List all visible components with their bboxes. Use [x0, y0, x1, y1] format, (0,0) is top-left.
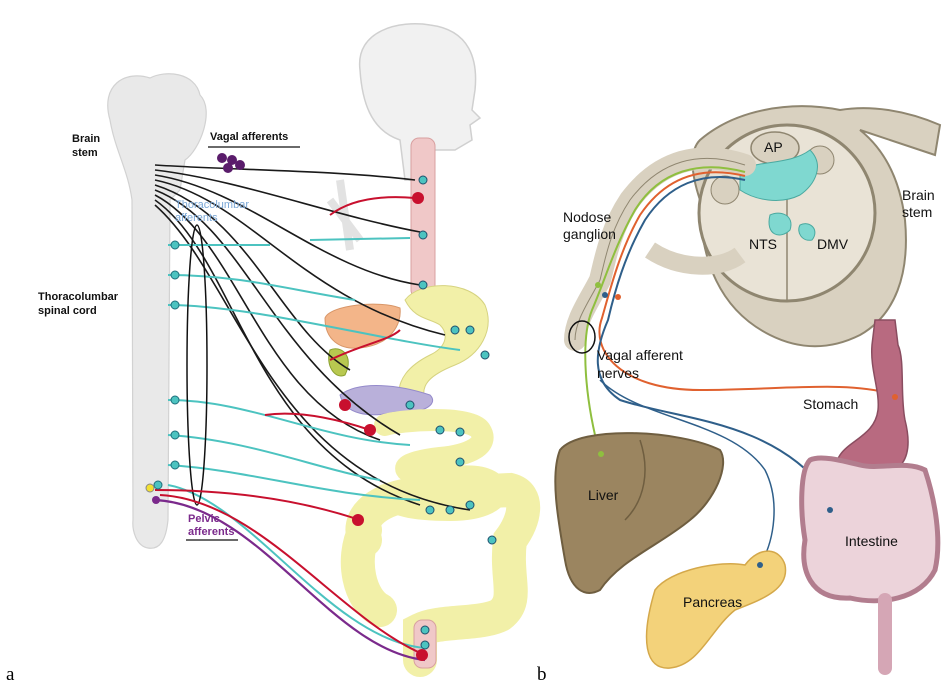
thoracolumbar-bundle	[187, 225, 207, 505]
nodose-cell-orange	[615, 294, 621, 300]
ascending-colon-a	[358, 530, 380, 610]
label-van-line2: nerves	[597, 365, 639, 381]
label-intestine: Intestine	[845, 533, 898, 549]
red-cell	[412, 192, 424, 204]
label-ap: AP	[764, 139, 783, 155]
enteric-cell	[456, 428, 464, 436]
intestine-nerve-end	[827, 507, 833, 513]
label-thoracolumbar-spinal-cord: Thoracolumbar spinal cord	[38, 291, 121, 317]
label-pelvic-afferents: Pelvic afferents	[188, 513, 234, 538]
label-liver: Liver	[588, 487, 619, 503]
ganglion-cell	[223, 163, 233, 173]
label-stomach: Stomach	[803, 396, 858, 412]
thoracolumbar-fiber	[310, 238, 410, 240]
liver-nerve-end	[598, 451, 604, 457]
label-vagal-afferents: Vagal afferents	[210, 131, 288, 143]
stomach-nerve-end	[892, 394, 898, 400]
enteric-cell	[419, 231, 427, 239]
enteric-cell	[426, 506, 434, 514]
red-cell	[364, 424, 376, 436]
label-ng-line1: Nodose	[563, 209, 611, 225]
liver-a	[325, 304, 400, 348]
label-brain-stem-a-line1: Brain	[72, 133, 100, 145]
label-tsc-line1: Thoracolumbar	[38, 291, 119, 303]
label-van-line1: Vagal afferent	[597, 347, 683, 363]
label-brain-stem-a: Brain stem	[72, 133, 103, 159]
label-ta-line1: Thoracolumbar	[175, 199, 249, 211]
label-tsc-line2: spinal cord	[38, 305, 97, 317]
panel-a: Brain stem Vagal afferents Thoracolumbar…	[6, 24, 523, 685]
enteric-cell	[421, 626, 429, 634]
pancreas-nerve-end	[757, 562, 763, 568]
enteric-cell	[436, 426, 444, 434]
red-fiber	[265, 414, 370, 430]
enteric-cell	[456, 458, 464, 466]
label-pa-line1: Pelvic	[188, 513, 220, 525]
thoracolumbar-fiber	[168, 435, 380, 480]
enteric-cell	[466, 501, 474, 509]
enteric-cell	[481, 351, 489, 359]
enteric-cell	[451, 326, 459, 334]
purple-cell	[152, 496, 160, 504]
enteric-cell	[421, 641, 429, 649]
label-bsb-line1: Brain	[902, 187, 935, 203]
cord-cell	[171, 301, 179, 309]
panel-b: AP NTS DMV Brain stem Nodose ganglion Va…	[537, 106, 940, 685]
cord-cell	[171, 241, 179, 249]
enteric-cell	[446, 506, 454, 514]
panel-letter-a: a	[6, 664, 15, 685]
vagal-ganglion	[217, 153, 245, 173]
label-pa-line2: afferents	[188, 526, 234, 538]
label-bsb-line2: stem	[902, 204, 932, 220]
enteric-cell	[488, 536, 496, 544]
vagal-fiber	[155, 165, 415, 180]
yellow-cell	[146, 484, 154, 492]
label-dmv: DMV	[817, 236, 849, 252]
nodose-cell-green	[595, 282, 601, 288]
label-ng-line2: ganglion	[563, 226, 616, 242]
label-nodose-ganglion: Nodose ganglion	[563, 209, 616, 242]
cord-cell	[171, 431, 179, 439]
label-brain-stem-b: Brain stem	[902, 187, 939, 220]
enteric-cell	[406, 401, 414, 409]
label-thoracolumbar-afferents: Thoracolumbar afferents	[175, 199, 252, 224]
enteric-cell	[419, 281, 427, 289]
cord-cell	[171, 271, 179, 279]
label-nts: NTS	[749, 236, 777, 252]
enteric-cell	[466, 326, 474, 334]
label-pancreas: Pancreas	[683, 594, 742, 610]
esophagus	[411, 138, 435, 298]
panel-letter-b: b	[537, 664, 547, 685]
label-ta-line2: afferents	[175, 212, 218, 224]
enteric-cell	[419, 176, 427, 184]
red-cell	[352, 514, 364, 526]
section-lobe-left	[711, 176, 739, 204]
red-cell	[339, 399, 351, 411]
ganglion-cell	[235, 160, 245, 170]
intestine-b	[802, 458, 938, 601]
cord-cell	[171, 396, 179, 404]
cord-cell	[154, 481, 162, 489]
cord-cell	[171, 461, 179, 469]
label-brain-stem-a-line2: stem	[72, 147, 98, 159]
label-vagal-afferent-nerves: Vagal afferent nerves	[597, 347, 687, 381]
red-cell	[416, 649, 428, 661]
nodose-cell-blue	[602, 292, 608, 298]
ganglion-cell	[217, 153, 227, 163]
